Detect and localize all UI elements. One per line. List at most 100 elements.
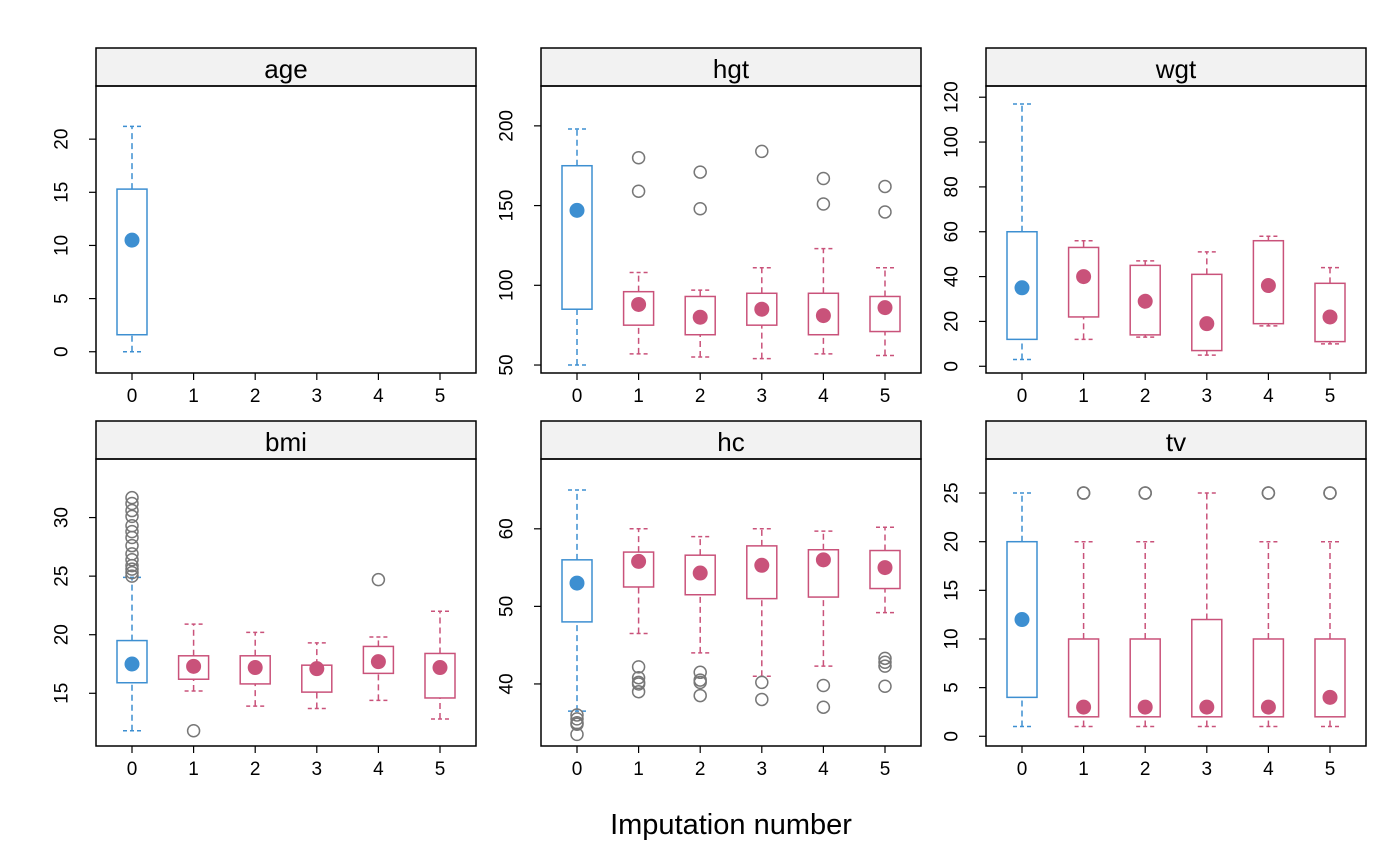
- outlier-point: [816, 678, 831, 693]
- iqr-box: [1006, 230, 1038, 341]
- box-bmi-0: [116, 490, 148, 732]
- x-tick-label: 2: [695, 759, 706, 780]
- iqr-box: [807, 292, 840, 336]
- median-dot: [186, 658, 202, 674]
- outlier-point: [125, 519, 139, 533]
- median-dot: [432, 660, 448, 676]
- y-tick-label: 100: [942, 126, 963, 158]
- y-tick-label: 15: [942, 580, 963, 601]
- panel-title: wgt: [1155, 54, 1197, 84]
- x-tick-label: 3: [757, 386, 768, 407]
- outlier-point: [631, 670, 646, 685]
- iqr-box: [1191, 618, 1223, 718]
- y-tick-label: 30: [52, 507, 73, 528]
- panel-strip: [985, 47, 1367, 87]
- median-dot: [877, 560, 893, 576]
- outlier-point: [693, 675, 707, 690]
- box-hgt-2: [684, 165, 716, 358]
- x-tick-label: 1: [188, 759, 199, 780]
- outlier-point: [125, 538, 139, 553]
- box-hc-1: [622, 528, 655, 699]
- y-tick-label: 60: [497, 518, 518, 539]
- iqr-box: [1129, 638, 1161, 718]
- x-tick-label: 0: [1017, 759, 1028, 780]
- panel-strip: [95, 47, 477, 87]
- x-tick-label: 0: [572, 386, 583, 407]
- outlier-point: [878, 179, 892, 194]
- x-tick-label: 1: [633, 386, 644, 407]
- box-wgt-2: [1129, 260, 1161, 338]
- iqr-box: [116, 639, 148, 684]
- y-tick-label: 5: [52, 293, 73, 304]
- x-tick-label: 5: [880, 759, 891, 780]
- iqr-box: [1129, 264, 1161, 336]
- outlier-point: [631, 677, 646, 691]
- iqr-box: [869, 295, 901, 333]
- iqr-box: [622, 551, 655, 588]
- x-tick-label: 0: [127, 759, 138, 780]
- median-dot: [1322, 689, 1338, 705]
- y-tick-label: 15: [52, 683, 73, 704]
- y-tick-label: 10: [52, 235, 73, 256]
- panel-frame: [540, 85, 922, 374]
- panel-title: hc: [717, 427, 744, 457]
- iqr-box: [239, 655, 271, 685]
- outlier-point: [693, 165, 707, 179]
- x-tick-label: 2: [1140, 386, 1151, 407]
- box-hc-0: [561, 489, 593, 742]
- outlier-point: [816, 197, 831, 211]
- panel-strip: [540, 420, 922, 460]
- outlier-point: [570, 712, 584, 726]
- x-tick-label: 5: [880, 386, 891, 407]
- panel-strip: [985, 420, 1367, 460]
- box-tv-4: [1252, 486, 1285, 728]
- median-dot: [1199, 316, 1215, 332]
- y-tick-label: 0: [942, 361, 963, 372]
- outlier-point: [693, 688, 707, 703]
- y-tick-label: 10: [942, 628, 963, 649]
- y-tick-label: 200: [497, 110, 518, 142]
- x-tick-label: 3: [312, 386, 323, 407]
- median-dot: [754, 557, 770, 573]
- median-dot: [692, 565, 708, 581]
- median-dot: [1076, 699, 1092, 715]
- box-wgt-1: [1067, 239, 1100, 341]
- box-hgt-4: [807, 171, 840, 355]
- iqr-box: [561, 559, 593, 623]
- y-tick-label: 60: [942, 221, 963, 242]
- median-dot: [569, 575, 585, 591]
- iqr-box: [807, 549, 840, 598]
- y-tick-label: 50: [497, 354, 518, 375]
- box-hgt-3: [746, 144, 778, 360]
- box-wgt-4: [1252, 235, 1285, 327]
- x-tick-label: 1: [633, 759, 644, 780]
- outlier-point: [125, 547, 139, 561]
- box-tv-0: [1006, 492, 1038, 728]
- median-dot: [631, 553, 647, 569]
- outlier-point: [125, 569, 139, 583]
- outlier-point: [125, 490, 139, 505]
- x-tick-label: 3: [757, 759, 768, 780]
- panel-title: bmi: [265, 427, 307, 457]
- median-dot: [1137, 293, 1153, 309]
- outlier-point: [186, 724, 201, 738]
- x-tick-label: 2: [1140, 759, 1151, 780]
- box-tv-5: [1314, 486, 1346, 728]
- median-dot: [1260, 278, 1276, 294]
- iqr-box: [561, 164, 593, 310]
- iqr-box: [684, 554, 716, 596]
- x-axis-label: Imputation number: [610, 809, 852, 841]
- outlier-point: [693, 665, 707, 680]
- iqr-box: [1314, 282, 1346, 343]
- x-tick-label: 4: [1263, 386, 1274, 407]
- median-dot: [247, 660, 263, 676]
- panel-title: tv: [1166, 427, 1186, 457]
- outlier-point: [125, 503, 139, 518]
- x-tick-label: 5: [435, 386, 446, 407]
- iqr-box: [177, 655, 210, 680]
- median-dot: [877, 300, 893, 316]
